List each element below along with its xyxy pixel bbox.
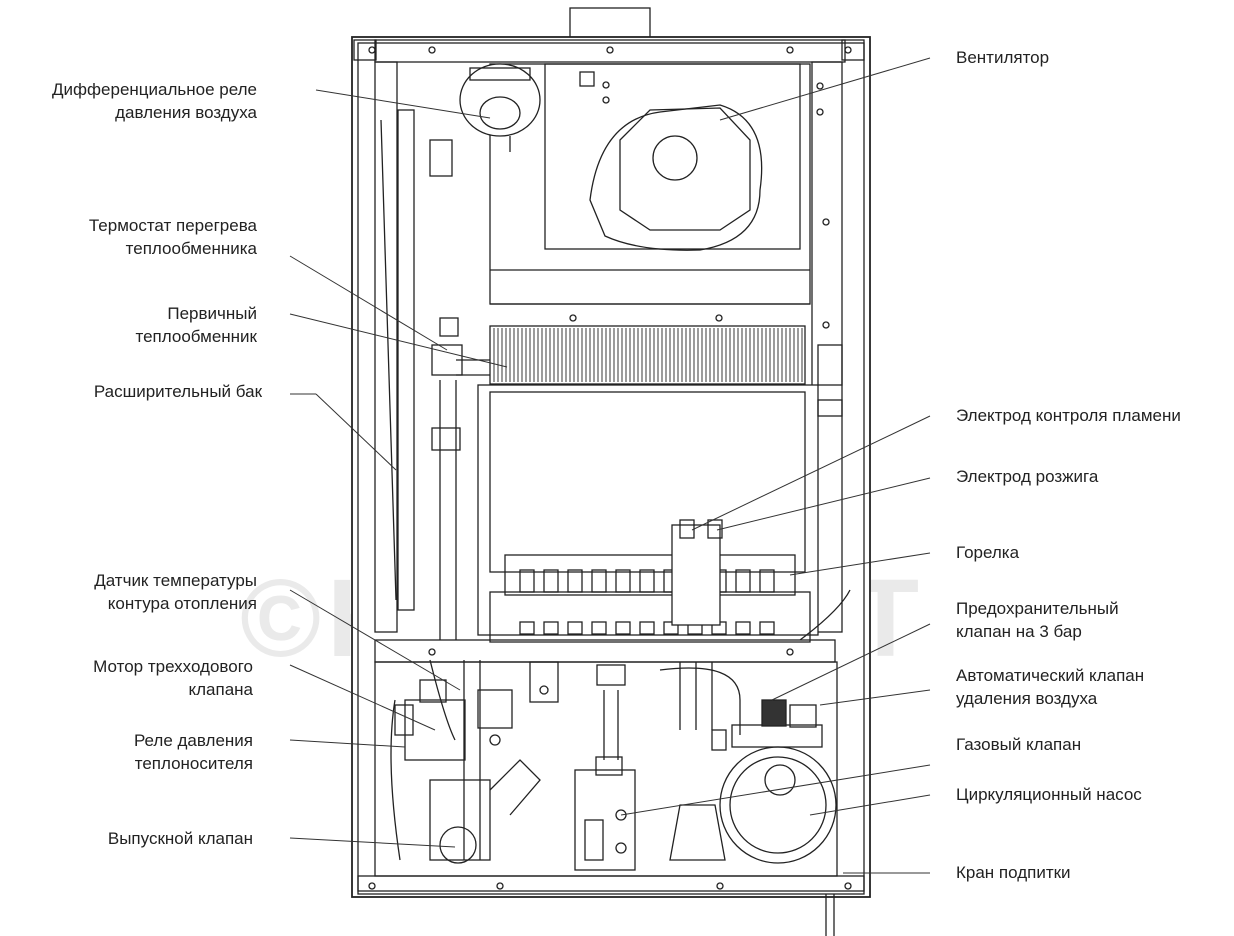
electrode-block <box>671 524 721 626</box>
pump-housing <box>719 746 837 864</box>
label-ignition-electrode: Электрод розжига <box>956 467 1099 486</box>
combustion-chamber <box>477 384 819 636</box>
burner-ramp <box>504 554 796 596</box>
air-pressure-relay-body <box>459 63 541 137</box>
label-fan: Вентилятор <box>956 48 1050 67</box>
label-flame-electrode: Электрод контроля пламени <box>956 406 1181 425</box>
heat-exchanger <box>489 325 806 385</box>
label-gas-valve: Газовый клапан <box>956 735 1082 754</box>
three-way-valve <box>404 699 466 761</box>
fan-rotor <box>652 135 698 181</box>
pump-cap <box>764 764 796 796</box>
label-burner: Горелка <box>956 543 1020 562</box>
label-circulation-pump: Циркуляционный насос <box>956 785 1142 804</box>
drain-valve-body <box>429 779 491 861</box>
gas-valve-body <box>574 769 636 871</box>
label-expansion-tank: Расширительный бак <box>93 382 262 401</box>
label-drain-valve: Выпускной клапан <box>107 829 253 848</box>
label-fill-tap: Кран подпитки <box>956 863 1071 882</box>
leader-lines <box>289 57 931 874</box>
